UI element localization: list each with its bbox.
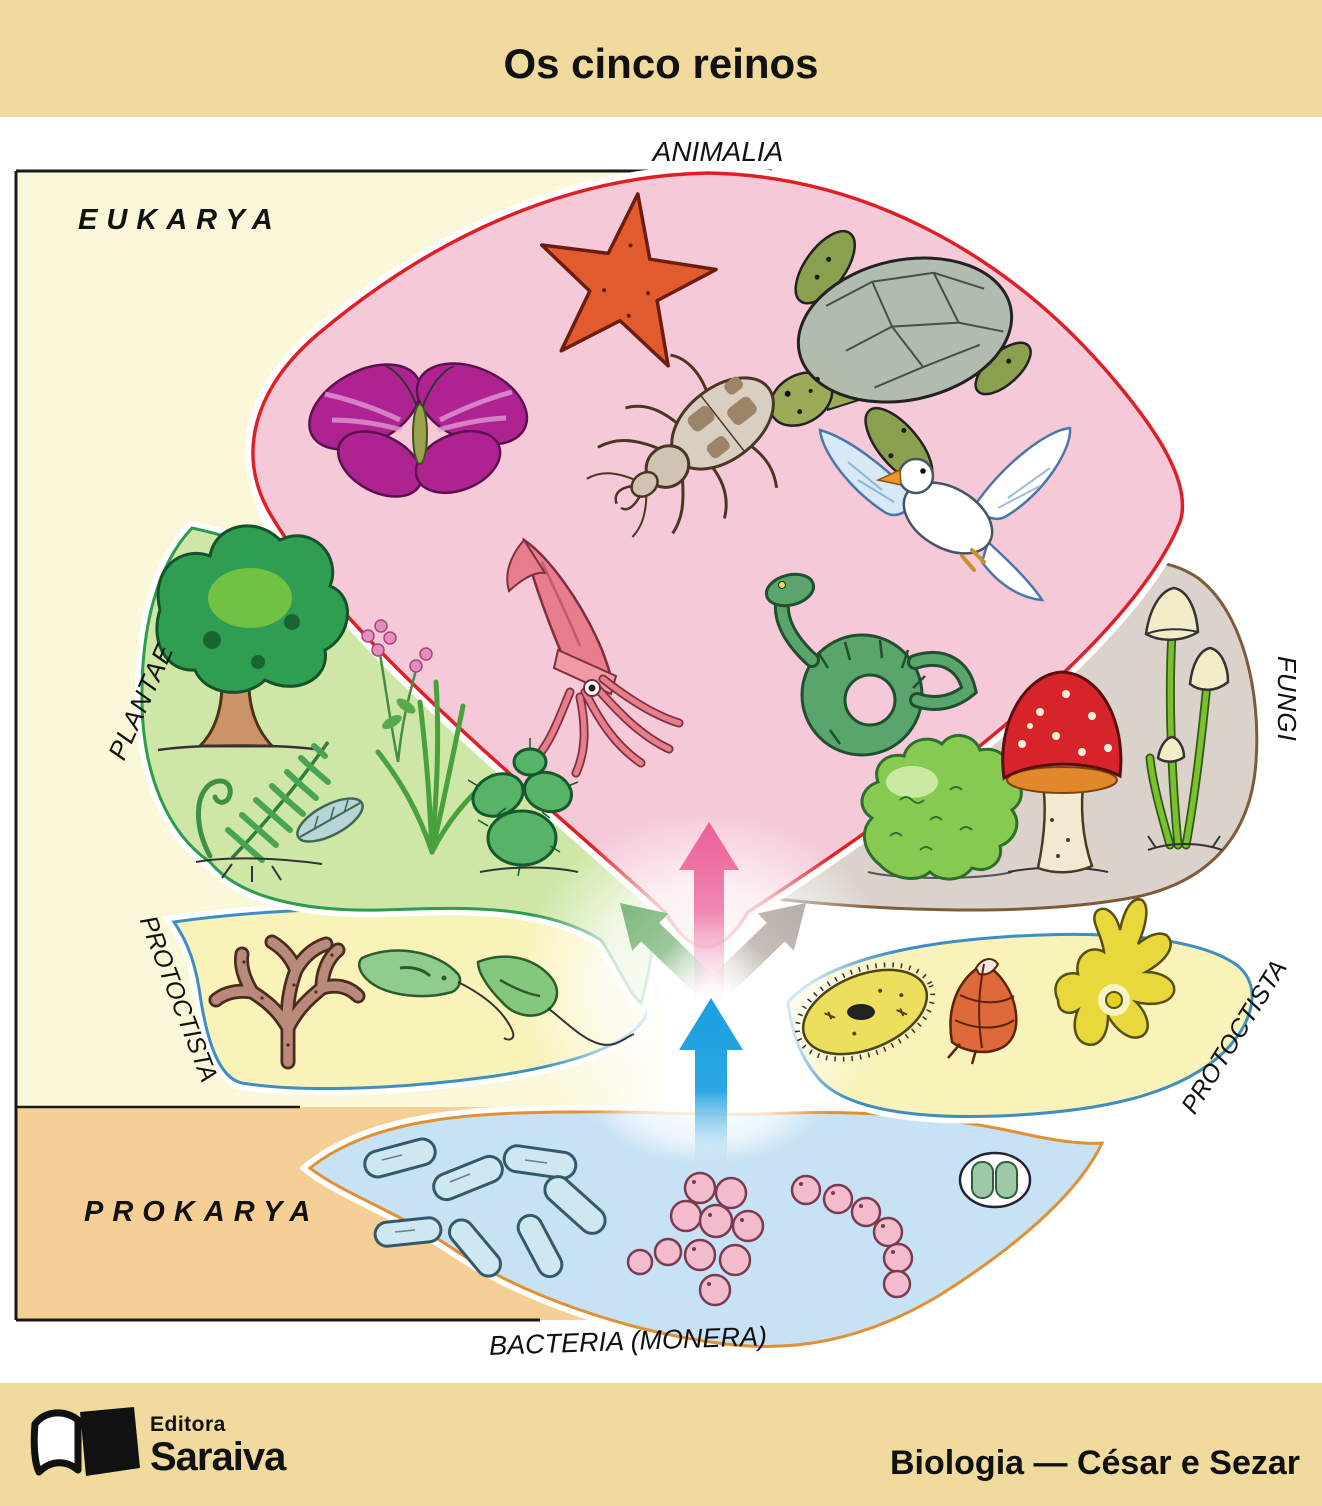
- sea-turtle-icon: [768, 230, 1032, 485]
- lichen-icon: [860, 734, 1023, 881]
- amoeba-icon: [1054, 898, 1176, 1046]
- tree-icon: [155, 524, 349, 752]
- eukarya-domain-label: EUKARYA: [78, 204, 282, 236]
- branching-alga-icon: [208, 934, 366, 1070]
- tall-mushrooms-icon: [1144, 586, 1230, 851]
- arrow-to-plantae: [620, 903, 716, 996]
- footer-band: [0, 1383, 1322, 1506]
- cocci-cluster-icon: [626, 1171, 765, 1307]
- snake-icon: [764, 572, 978, 757]
- book-credit: Biologia — César e Sezar: [889, 1444, 1300, 1482]
- butterfly-icon: [308, 362, 529, 498]
- title-band: [0, 0, 1322, 117]
- dinoflagellate-icon: [947, 958, 1018, 1065]
- arrow-to-fungi: [710, 903, 806, 996]
- publisher-name-small: Editora: [150, 1412, 226, 1436]
- flagellate-icon: [476, 955, 635, 1046]
- diplococcus-icon: [958, 1151, 1032, 1209]
- paramecium-icon: [794, 962, 936, 1062]
- arrow-from-bacteria: [679, 998, 743, 1166]
- euglena-icon: [358, 949, 515, 1041]
- beetle-icon: [586, 353, 779, 538]
- starfish-icon: [540, 192, 718, 368]
- publisher-logo: Editora Saraiva: [30, 1406, 286, 1484]
- prokarya-domain-label: PROKARYA: [84, 1196, 320, 1228]
- fly-agaric-mushroom-icon: [1001, 670, 1123, 874]
- squid-icon: [506, 537, 684, 778]
- flowering-plant-icon: [361, 619, 433, 763]
- arrow-to-animalia: [679, 822, 739, 1000]
- fern-icon: [195, 740, 331, 882]
- animalia-label: ANIMALIA: [652, 136, 784, 167]
- leaf-icon: [296, 797, 364, 843]
- publisher-name-large: Saraiva: [150, 1434, 286, 1479]
- page-title: Os cinco reinos: [503, 40, 819, 87]
- dove-icon: [818, 426, 1072, 602]
- bacilli-rods-icon: [363, 1137, 607, 1279]
- grass-icon: [375, 679, 496, 855]
- cocci-chain-icon: [790, 1174, 914, 1299]
- cactus-icon: [467, 738, 579, 877]
- fungi-label: FUNGI: [1272, 656, 1302, 742]
- saraiva-book-logo-icon: [30, 1407, 140, 1476]
